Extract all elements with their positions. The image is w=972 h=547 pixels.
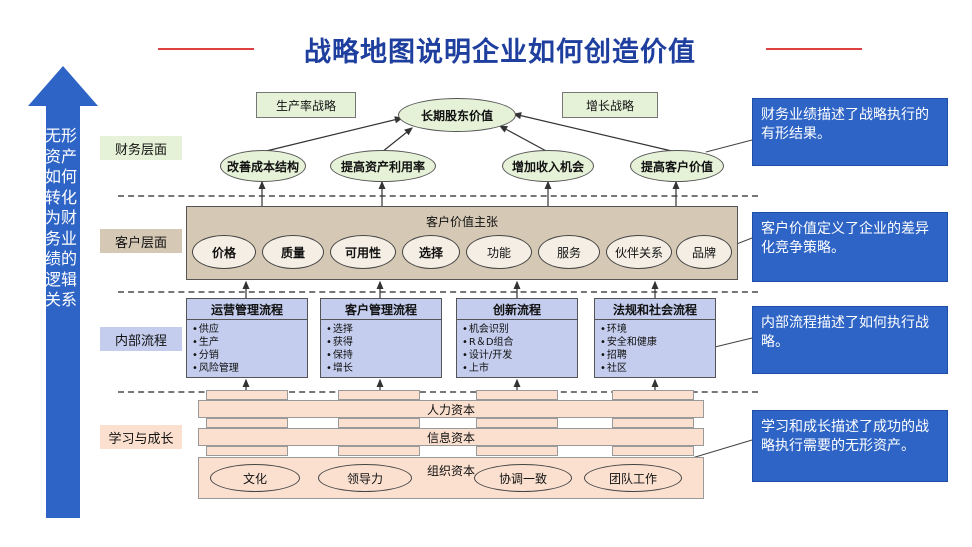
financial-oval-asset-utilization: 提高资产利用率 — [330, 150, 436, 182]
divider — [118, 291, 758, 293]
divider — [118, 195, 758, 197]
capital-tab — [338, 446, 420, 456]
divider — [118, 391, 758, 393]
process-item: 获得 — [326, 336, 441, 349]
learning-oval-teamwork: 团队工作 — [584, 464, 682, 492]
process-title: 创新流程 — [457, 299, 577, 320]
capital-tab — [612, 446, 694, 456]
customer-oval-quality: 质量 — [262, 235, 324, 269]
capital-tab — [612, 390, 694, 400]
process-item: 设计/开发 — [462, 349, 577, 362]
financial-oval-revenue-opportunity: 增加收入机会 — [502, 150, 594, 182]
process-box-customer: 客户管理流程 选择 获得 保持 增长 — [320, 298, 442, 378]
learning-oval-alignment: 协调一致 — [474, 464, 572, 492]
layer-label-learning: 学习与成长 — [100, 425, 182, 449]
shareholder-value-oval: 长期股东价值 — [398, 98, 516, 132]
arrow-label: 无形资产如何转化为财务业绩的逻辑关系 — [44, 126, 77, 309]
title-line-right — [766, 48, 862, 50]
process-item: 招聘 — [600, 349, 715, 362]
process-item: 社区 — [600, 362, 715, 375]
process-title: 法规和社会流程 — [595, 299, 715, 320]
process-box-operations: 运营管理流程 供应 生产 分销 风险管理 — [186, 298, 308, 378]
financial-oval-cost-structure: 改善成本结构 — [220, 150, 306, 182]
customer-oval-availability: 可用性 — [330, 235, 396, 269]
layer-label-internal: 内部流程 — [100, 327, 182, 351]
customer-oval-brand: 品牌 — [676, 235, 732, 269]
customer-oval-price: 价格 — [192, 235, 256, 269]
productivity-strategy-box: 生产率战略 — [256, 92, 356, 118]
human-capital-bar: 人力资本 — [198, 400, 704, 418]
up-arrow-icon — [28, 66, 98, 518]
customer-value-title: 客户价值主张 — [425, 215, 498, 229]
capital-tab — [206, 390, 288, 400]
customer-oval-selection: 选择 — [402, 235, 460, 269]
capital-tab — [476, 446, 558, 456]
learning-oval-culture: 文化 — [210, 464, 300, 492]
information-capital-bar: 信息资本 — [198, 428, 704, 446]
growth-strategy-box: 增长战略 — [562, 92, 658, 118]
process-title: 客户管理流程 — [321, 299, 441, 320]
process-item: 环境 — [600, 323, 715, 336]
process-item: 选择 — [326, 323, 441, 336]
process-item: 机会识别 — [462, 323, 577, 336]
organization-capital-title: 组织资本 — [426, 464, 475, 478]
capital-tab — [476, 418, 558, 428]
process-item: R＆D组合 — [462, 336, 577, 349]
process-item: 分销 — [192, 349, 307, 362]
capital-tab — [206, 446, 288, 456]
customer-oval-service: 服务 — [538, 235, 600, 269]
process-item: 保持 — [326, 349, 441, 362]
layer-label-financial: 财务层面 — [100, 136, 182, 160]
process-item: 安全和健康 — [600, 336, 715, 349]
process-item: 供应 — [192, 323, 307, 336]
customer-oval-partnership: 伙伴关系 — [606, 235, 672, 269]
callout-internal: 内部流程描述了如何执行战略。 — [752, 306, 948, 374]
financial-oval-customer-value: 提高客户价值 — [630, 150, 724, 182]
customer-oval-function: 功能 — [466, 235, 532, 269]
process-item: 增长 — [326, 362, 441, 375]
layer-label-customer: 客户层面 — [100, 229, 182, 253]
process-item: 风险管理 — [192, 362, 307, 375]
process-title: 运营管理流程 — [187, 299, 307, 320]
title-line-left — [158, 48, 254, 50]
capital-tab — [476, 390, 558, 400]
capital-tab — [338, 418, 420, 428]
capital-tab — [338, 390, 420, 400]
callout-learning: 学习和成长描述了成功的战略执行需要的无形资产。 — [752, 410, 948, 482]
callout-customer: 客户价值定义了企业的差异化竞争策略。 — [752, 212, 948, 282]
process-box-innovation: 创新流程 机会识别 R＆D组合 设计/开发 上市 — [456, 298, 578, 378]
learning-oval-leadership: 领导力 — [318, 464, 412, 492]
process-box-regulatory: 法规和社会流程 环境 安全和健康 招聘 社区 — [594, 298, 716, 378]
capital-tab — [612, 418, 694, 428]
process-item: 生产 — [192, 336, 307, 349]
process-item: 上市 — [462, 362, 577, 375]
callout-financial: 财务业绩描述了战略执行的有形结果。 — [752, 98, 948, 166]
page-title: 战略地图说明企业如何创造价值 — [304, 37, 696, 68]
capital-tab — [206, 418, 288, 428]
